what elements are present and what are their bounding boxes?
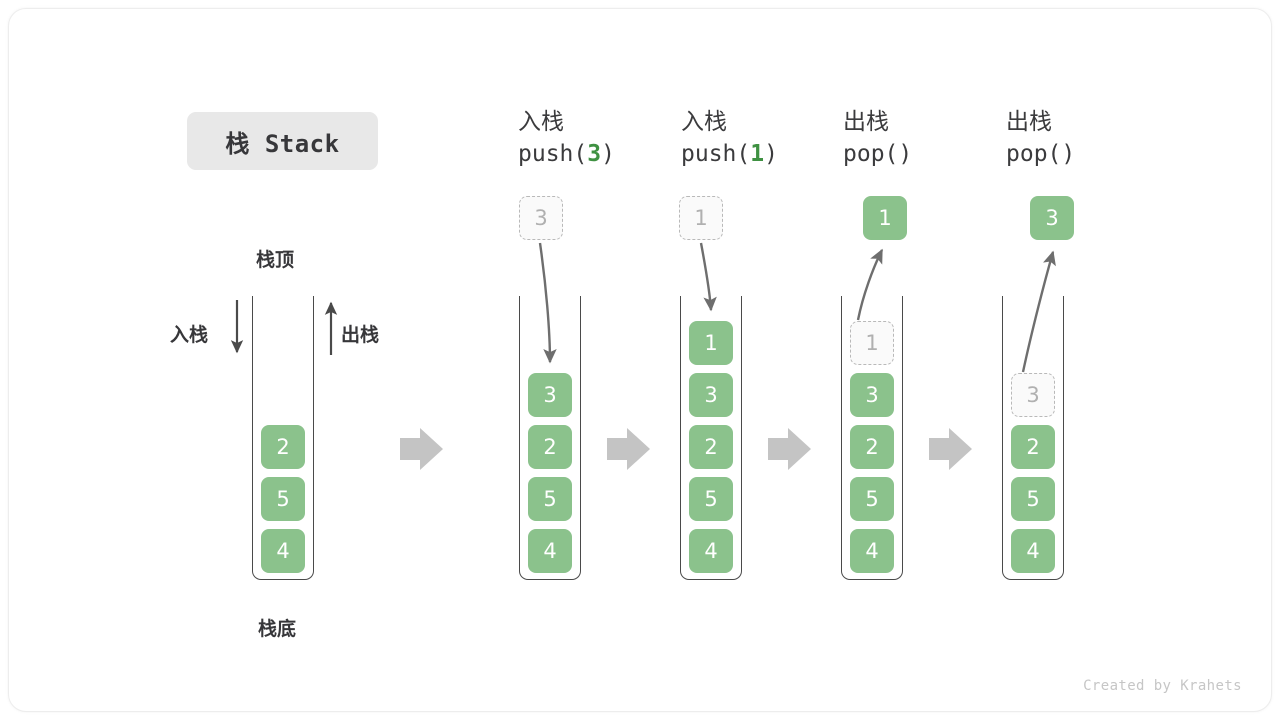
code-suffix: )	[764, 141, 778, 167]
step-op-code: pop()	[843, 137, 1013, 171]
stack-cell: 5	[689, 477, 733, 521]
stack-cell: 4	[261, 529, 305, 573]
stack-bottom-label: 栈底	[258, 618, 297, 640]
stack-cell: 5	[528, 477, 572, 521]
code-prefix: push(	[681, 141, 751, 167]
stack-cell: 4	[1011, 529, 1055, 573]
stack-container-push-3	[519, 296, 581, 580]
code-value: 1	[750, 141, 765, 167]
step-op-cn: 入栈	[518, 109, 564, 135]
stack-cell: 2	[850, 425, 894, 469]
stack-container-pop-3	[1002, 296, 1064, 580]
stack-cell-ghost: 3	[1011, 373, 1055, 417]
code-suffix: )	[1061, 141, 1076, 167]
step-op-cn: 出栈	[1006, 109, 1052, 135]
step-op-cn: 出栈	[843, 109, 889, 135]
step-op-code: pop()	[1006, 137, 1176, 171]
code-suffix: )	[601, 141, 615, 167]
stack-cell: 1	[689, 321, 733, 365]
popped-cell: 3	[1030, 196, 1074, 240]
stack-top-label: 栈顶	[256, 249, 295, 271]
credit-text: Created by Krahets	[1083, 678, 1242, 694]
stack-container-push-1	[680, 296, 742, 580]
step-header-push-1: 入栈 push(1)	[681, 107, 851, 171]
code-suffix: )	[898, 141, 913, 167]
popped-cell: 1	[863, 196, 907, 240]
step-header-pop-1: 出栈 pop()	[843, 107, 1013, 171]
step-op-cn: 入栈	[681, 109, 727, 135]
stack-cell: 5	[261, 477, 305, 521]
stack-cell: 3	[528, 373, 572, 417]
stack-cell: 4	[689, 529, 733, 573]
code-value: 3	[587, 141, 602, 167]
stack-container-pop-1	[841, 296, 903, 580]
stack-cell: 2	[689, 425, 733, 469]
code-prefix: pop(	[843, 141, 899, 167]
stack-container-initial	[252, 296, 314, 580]
floating-ghost-cell: 1	[679, 196, 723, 240]
stack-cell: 4	[528, 529, 572, 573]
stack-cell: 4	[850, 529, 894, 573]
step-header-pop-3: 出栈 pop()	[1006, 107, 1176, 171]
stack-cell: 5	[850, 477, 894, 521]
stack-cell: 2	[528, 425, 572, 469]
stack-cell: 3	[850, 373, 894, 417]
step-op-code: push(3)	[518, 137, 688, 171]
stack-cell: 2	[1011, 425, 1055, 469]
code-prefix: pop(	[1006, 141, 1062, 167]
stack-cell-ghost: 1	[850, 321, 894, 365]
floating-ghost-cell: 3	[519, 196, 563, 240]
stack-cell: 2	[261, 425, 305, 469]
stack-title-chip: 栈 Stack	[187, 112, 378, 170]
push-direction-label: 入栈	[170, 324, 209, 346]
step-header-push-3: 入栈 push(3)	[518, 107, 688, 171]
code-prefix: push(	[518, 141, 588, 167]
pop-direction-label: 出栈	[341, 324, 380, 346]
stack-cell: 5	[1011, 477, 1055, 521]
step-op-code: push(1)	[681, 137, 851, 171]
stack-cell: 3	[689, 373, 733, 417]
